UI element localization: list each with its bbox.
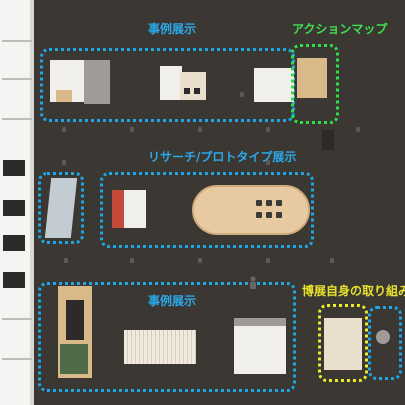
shelf-slot — [3, 235, 25, 251]
floor-marker — [240, 92, 244, 97]
zone-research-left[interactable] — [38, 172, 84, 244]
zone-research-prototype[interactable] — [100, 172, 314, 248]
floor-marker — [130, 258, 134, 263]
booth-panel — [184, 88, 190, 94]
shelf-line — [2, 118, 32, 120]
floor-marker — [266, 160, 270, 165]
floor-marker — [266, 258, 270, 263]
booth-panel — [66, 300, 84, 340]
booth-round[interactable] — [376, 330, 390, 344]
zone-label-action-map: アクションマップ — [292, 22, 388, 36]
shelf-line — [2, 40, 32, 42]
floor-marker — [198, 258, 202, 263]
booth[interactable] — [324, 318, 362, 370]
pillar — [322, 130, 334, 150]
shelf-line — [2, 318, 32, 320]
booth[interactable] — [124, 330, 196, 364]
table — [266, 212, 272, 218]
floor-marker — [266, 127, 270, 132]
table — [276, 200, 282, 206]
shelf-slot — [3, 160, 25, 176]
booth-panel — [194, 88, 200, 94]
booth-red-wall — [112, 190, 124, 228]
table — [256, 200, 262, 206]
floor-marker — [356, 127, 360, 132]
round-table-area[interactable] — [192, 185, 310, 235]
table — [276, 212, 282, 218]
floor-marker — [62, 127, 66, 132]
shelf-line — [2, 78, 32, 80]
zone-action-map[interactable] — [291, 44, 339, 124]
floor-marker — [62, 160, 66, 165]
booth[interactable] — [297, 58, 327, 98]
shelf-slot — [3, 272, 25, 288]
zone-label-case-display-top: 事例展示 — [148, 22, 197, 36]
zone-label-own-efforts: 博展自身の取り組み — [302, 284, 405, 298]
booth-table — [56, 90, 72, 102]
booth[interactable] — [160, 66, 182, 100]
table — [256, 212, 262, 218]
booth[interactable] — [254, 68, 294, 102]
wall-rail — [30, 0, 34, 405]
floor-marker — [330, 258, 334, 263]
zone-case-display-bottom[interactable] — [38, 282, 296, 392]
zone-label-case-display-bottom: 事例展示 — [148, 294, 197, 308]
table — [266, 200, 272, 206]
floor-marker — [198, 127, 202, 132]
floor-marker — [64, 258, 68, 263]
booth[interactable] — [180, 72, 206, 100]
zone-own-efforts[interactable] — [318, 304, 368, 382]
floor-marker — [130, 127, 134, 132]
zone-own-efforts-right[interactable] — [368, 306, 402, 380]
zone-label-research-prototype: リサーチ/プロトタイプ展示 — [148, 150, 297, 164]
person-icon — [250, 276, 256, 289]
booth-green — [60, 344, 88, 374]
left-wall-shelving — [0, 0, 34, 405]
booth[interactable] — [84, 60, 110, 104]
shelf-line — [2, 358, 32, 360]
booth[interactable] — [234, 318, 286, 374]
shelf-slot — [3, 200, 25, 216]
booth-top — [234, 318, 286, 326]
